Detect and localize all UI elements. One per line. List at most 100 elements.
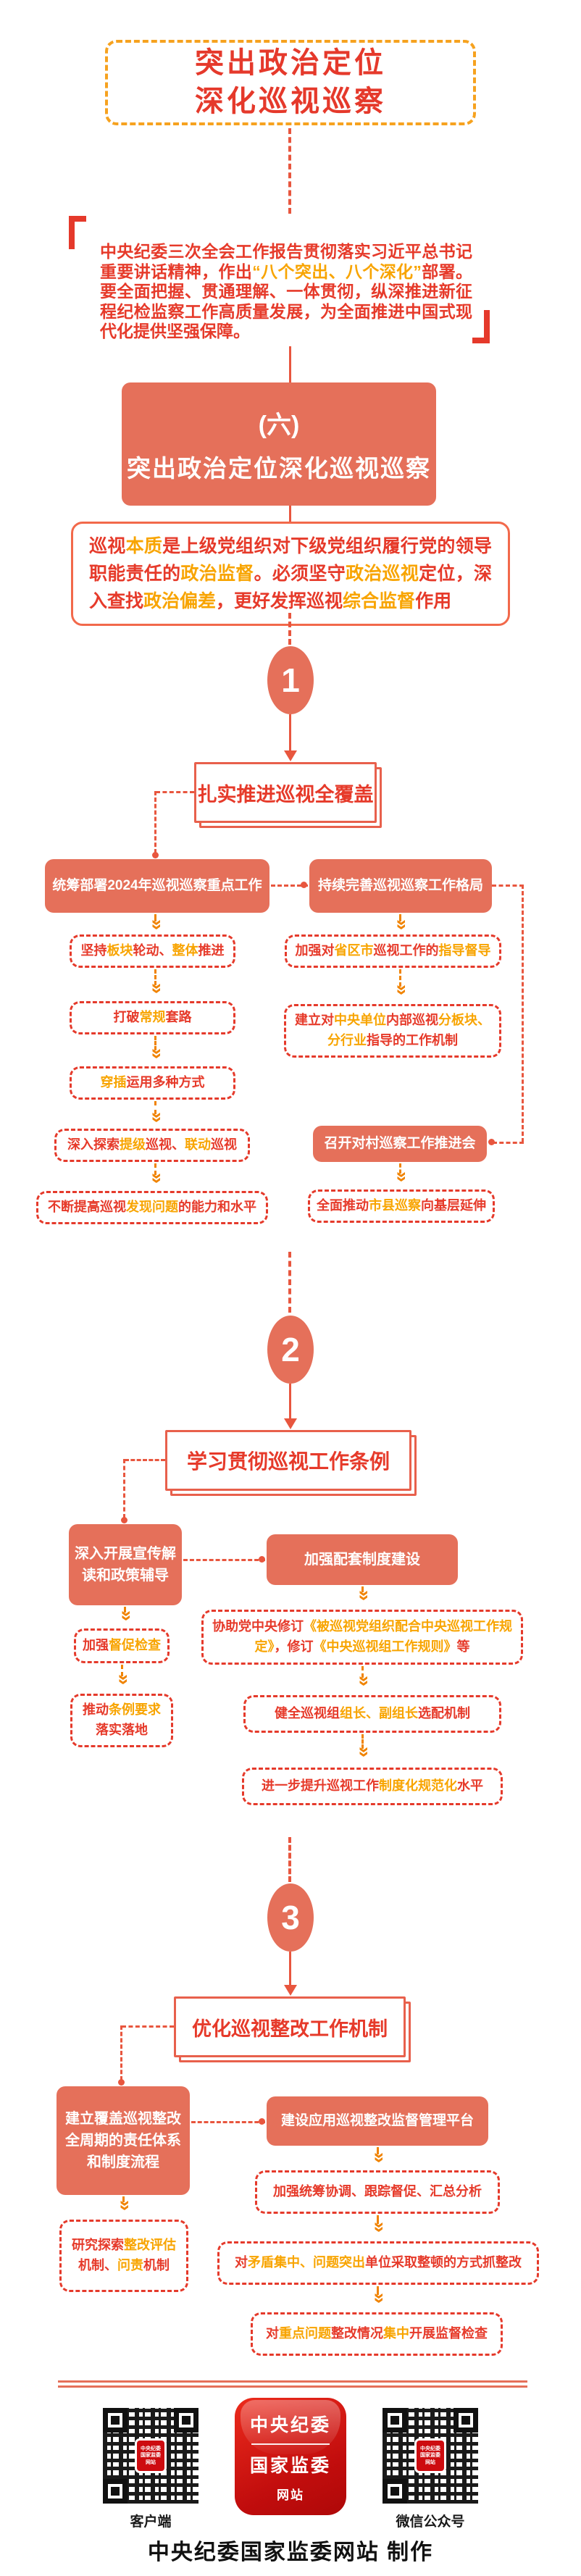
double-chevron-down-icon: [149, 1172, 161, 1187]
connector-line: [288, 613, 291, 645]
flow-item: 不断提高巡视发现问题的能力和水平: [36, 1191, 268, 1224]
double-chevron-down-icon: [394, 984, 406, 998]
connector-line: [522, 885, 524, 1142]
quote-open-corner-icon: [69, 216, 86, 249]
divider-line: [58, 2385, 527, 2388]
step3-left-header: 建立覆盖巡视整改全周期的责任体系和制度流程: [57, 2086, 190, 2195]
double-chevron-down-icon: [372, 2151, 383, 2166]
flow-item: 坚持板块轮动、整体推进: [70, 934, 235, 968]
double-chevron-down-icon: [394, 919, 406, 933]
flow-item: 进一步提升巡视工作制度化规范化水平: [242, 1768, 503, 1805]
connector-line: [361, 1666, 364, 1678]
connector-line: [361, 1734, 364, 1749]
connector-dot: [259, 1556, 265, 1563]
flow-item: 推动条例要求落实落地: [70, 1694, 173, 1747]
flow-item: 研究探索整改评估机制、问责机制: [59, 2220, 188, 2292]
double-chevron-down-icon: [116, 1673, 128, 1688]
quote-text: 中央纪委三次全会工作报告贯彻落实习近平总书记重要讲话精神，作出“八个突出、八个深…: [100, 242, 473, 340]
connector-dot: [118, 2079, 125, 2086]
connector-line: [289, 714, 291, 752]
arrow-down-icon: [284, 1418, 297, 1429]
connector-line: [156, 791, 194, 793]
flow-item: 深入探索提级巡视、联动巡视: [54, 1129, 250, 1162]
connector-line: [377, 2215, 379, 2224]
section-six-number: (六): [258, 411, 300, 439]
icon-line3: 网站: [277, 2488, 304, 2502]
connector-line: [289, 506, 291, 522]
connector-line: [154, 1036, 156, 1050]
flow-item: 穿插运用多种方式: [70, 1066, 235, 1100]
banner-title-line2: 深化巡视巡察: [195, 85, 386, 117]
step-3-title-box: 优化巡视整改工作机制: [174, 1996, 406, 2057]
step-1-badge: 1: [267, 646, 314, 714]
section-six-badge: (六) 突出政治定位深化巡视巡察: [122, 382, 436, 506]
connector-line: [120, 2025, 122, 2081]
double-chevron-down-icon: [149, 919, 161, 933]
connector-line: [154, 914, 156, 921]
flow-item: 加强督促检查: [74, 1628, 170, 1663]
icon-line1: 中央纪委: [249, 2415, 331, 2435]
connector-line: [122, 2025, 174, 2028]
double-chevron-down-icon: [119, 1610, 130, 1624]
step-2-title-box: 学习贯彻巡视工作条例: [165, 1430, 411, 1491]
connector-line: [399, 914, 401, 921]
app-qr-label: 客户端: [130, 2514, 172, 2530]
step-3-badge: 3: [267, 1883, 314, 1952]
flow-item: 建立对中央单位内部巡视分板块、分行业指导的工作机制: [284, 1004, 501, 1058]
section-six-title: 突出政治定位深化巡视巡察: [127, 454, 431, 482]
step1-right-header: 持续完善巡视巡察工作格局: [309, 859, 492, 913]
connector-line: [121, 1665, 123, 1676]
connector-line: [289, 1952, 291, 1986]
intro-box: 巡视本质是上级党组织对下级党组织履行党的领导职能责任的政治监督。必须坚守政治巡视…: [71, 522, 510, 626]
flow-item: 协助党中央修订《被巡视党组织配合中央巡视工作规定》，修订《中央巡视组工作规则》等: [201, 1610, 523, 1665]
double-chevron-down-icon: [149, 1047, 161, 1062]
app-qr-code: 中央纪委 国家监委 网站: [103, 2408, 198, 2504]
step3-right-header: 建设应用巡视整改监督管理平台: [267, 2096, 488, 2146]
connector-dot: [259, 2118, 265, 2125]
qr-finder-icon: [383, 2479, 407, 2504]
icon-gloss: [240, 2400, 341, 2454]
double-chevron-down-icon: [149, 1111, 161, 1126]
step-1-title-box: 扎实推进巡视全覆盖: [194, 762, 377, 823]
double-chevron-down-icon: [356, 1589, 368, 1604]
connector-line: [493, 1142, 524, 1144]
double-chevron-down-icon: [372, 2221, 383, 2236]
connector-line: [399, 969, 401, 987]
connector-line: [377, 2147, 379, 2154]
qr-finder-icon: [383, 2408, 407, 2433]
step1-meeting-box: 召开对村巡察工作推进会: [313, 1126, 487, 1162]
connector-dot: [301, 882, 307, 888]
double-chevron-down-icon: [394, 1171, 406, 1185]
step2-left-header: 深入开展宣传解读和政策辅导: [69, 1524, 182, 1605]
connector-line: [271, 885, 308, 887]
connector-line: [154, 791, 156, 853]
flow-item: 加强统筹协调、跟踪督促、汇总分析: [255, 2170, 500, 2214]
icon-line2: 国家监委: [249, 2456, 331, 2476]
connector-line: [377, 2286, 379, 2295]
flow-item: 对重点问题整改情况集中开展监督检查: [251, 2312, 503, 2356]
connector-line: [399, 1163, 401, 1174]
connector-line: [492, 885, 524, 887]
credit-text: 中央纪委国家监委网站 制作: [147, 2541, 434, 2564]
connector-line: [289, 1384, 291, 1420]
connector-line: [154, 1163, 156, 1175]
connector-line: [183, 1559, 265, 1561]
arrow-down-icon: [284, 1985, 297, 1996]
arrow-down-icon: [284, 750, 297, 761]
flow-item: 打破常规套路: [70, 1001, 235, 1034]
icon-divider: [251, 2443, 330, 2445]
wechat-qr-code: 中央纪委 国家监委 网站: [383, 2408, 478, 2504]
qr-finder-icon: [103, 2479, 128, 2504]
flow-item: 对矛盾集中、问题突出单位采取整顿的方式抓整改: [217, 2241, 539, 2285]
step1-left-header: 统筹部署2024年巡视巡察重点工作: [45, 859, 269, 913]
connector-line: [288, 128, 291, 214]
connector-dot: [488, 1139, 495, 1145]
divider-line: [58, 2380, 527, 2383]
qr-finder-icon: [174, 2408, 198, 2433]
double-chevron-down-icon: [117, 2199, 129, 2214]
wechat-qr-label: 微信公众号: [396, 2514, 465, 2530]
connector-dot: [121, 1517, 128, 1523]
flow-item: 加强对省区市巡视工作的指导督导: [285, 934, 501, 968]
double-chevron-down-icon: [149, 982, 161, 997]
